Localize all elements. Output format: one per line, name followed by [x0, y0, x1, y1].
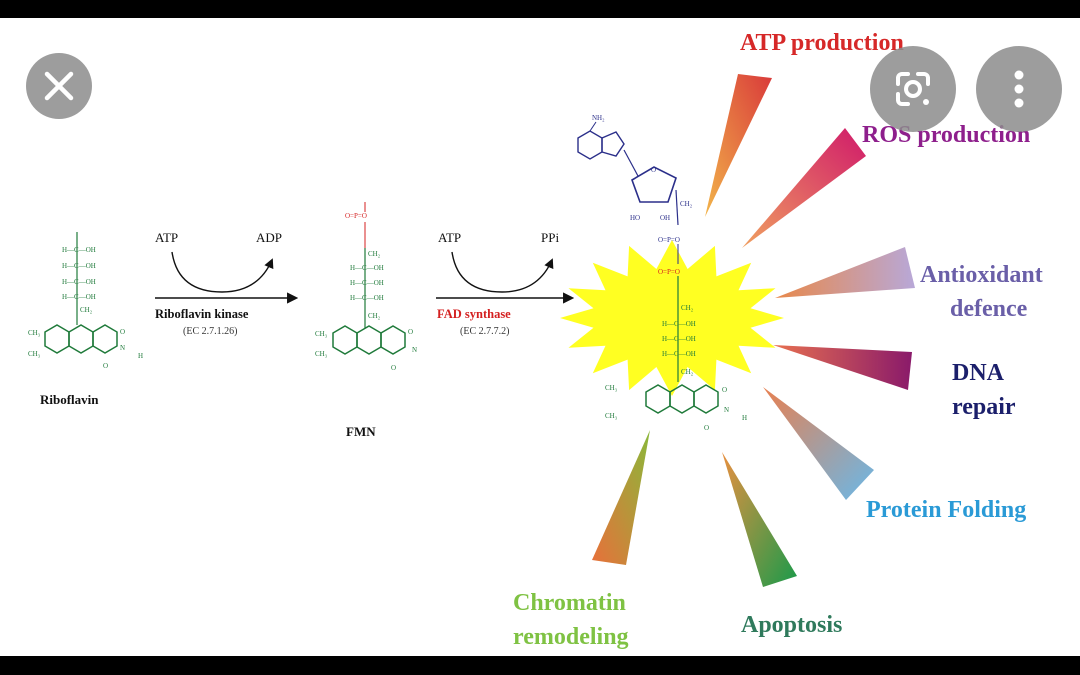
fad-choh-3: H—C—OH — [662, 350, 696, 358]
riboflavin-o-b: O — [103, 362, 108, 370]
ray-antioxidant-defence — [775, 247, 915, 298]
outcome-rays — [592, 74, 915, 587]
step1-adp-label: ADP — [256, 230, 282, 245]
riboflavin-structure: H—C—OH H—C—OH H—C—OH H—C—OH CH₂ CH₃ CH₃ … — [28, 232, 143, 370]
fmn-o-a: O — [408, 328, 413, 336]
flavin-pathway-diagram: H—C—OH H—C—OH H—C—OH H—C—OH CH₂ CH₃ CH₃ … — [28, 30, 1043, 650]
riboflavin-ch3-b: CH₃ — [28, 350, 41, 358]
fmn-choh-1: H—C—OH — [350, 264, 384, 272]
fad-phosphate-1: O=P=O — [658, 236, 680, 244]
fmn-ch3-a: CH₃ — [315, 330, 328, 338]
fmn-n: N — [412, 346, 417, 354]
more-options-button[interactable] — [976, 46, 1062, 132]
fad-o-b: O — [704, 424, 709, 432]
fad-n: N — [724, 406, 729, 414]
riboflavin-choh-3: H—C—OH — [62, 278, 96, 286]
lens-search-icon — [896, 72, 930, 106]
fad-h: H — [742, 414, 747, 422]
label-defence: defence — [950, 296, 1028, 322]
step1-ec: (EC 2.7.1.26) — [183, 326, 237, 337]
fad-ribose-o: O — [651, 166, 656, 174]
riboflavin-h: H — [138, 352, 143, 360]
fmn-label: FMN — [346, 424, 376, 439]
step2-enzyme: FAD synthase — [437, 307, 511, 321]
step2-curved-arrow — [451, 251, 554, 293]
riboflavin-o-a: O — [120, 328, 125, 336]
fad-choh-2: H—C—OH — [662, 335, 696, 343]
fad-ch2: CH₂ — [681, 368, 694, 376]
label-atp-production: ATP production — [740, 30, 904, 56]
fad-nh2: NH₂ — [592, 114, 605, 122]
fad-o-a: O — [722, 386, 727, 394]
label-protein-folding: Protein Folding — [866, 497, 1026, 523]
more-vertical-icon — [1014, 70, 1024, 108]
fmn-choh-3: H—C—OH — [350, 294, 384, 302]
fad-phosphate-2: O=P=O — [658, 268, 680, 276]
close-button[interactable] — [26, 53, 92, 119]
riboflavin-n: N — [120, 344, 125, 352]
ray-chromatin-remodeling — [592, 430, 650, 565]
riboflavin-choh-4: H—C—OH — [62, 293, 96, 301]
fad-oh: OH — [660, 214, 670, 222]
step1-atp-label: ATP — [155, 230, 178, 245]
step1-enzyme: Riboflavin kinase — [155, 307, 249, 321]
label-dna: DNA — [952, 360, 1005, 386]
fmn-phosphate: O=P=O — [345, 212, 367, 220]
fad-burst — [560, 240, 784, 396]
step1-reaction: ATP ADP Riboflavin kinase (EC 2.7.1.26) — [155, 230, 299, 337]
step2-ppi-label: PPi — [541, 230, 559, 245]
ray-atp-production — [705, 74, 772, 217]
riboflavin-ch3-a: CH₃ — [28, 329, 41, 337]
lens-search-button[interactable] — [870, 46, 956, 132]
fmn-choh-2: H—C—OH — [350, 279, 384, 287]
ray-dna-repair — [773, 345, 912, 390]
fmn-structure: O=P=O CH₂ H—C—OH H—C—OH H—C—OH CH₂ CH₃ C… — [315, 202, 417, 372]
fmn-ch2: CH₂ — [368, 312, 381, 320]
riboflavin-ch2: CH₂ — [80, 306, 93, 314]
close-icon — [44, 71, 74, 101]
label-repair: repair — [952, 394, 1016, 420]
fad-ch2-top: CH₂ — [681, 304, 694, 312]
riboflavin-choh-1: H—C—OH — [62, 246, 96, 254]
ray-ros-production — [742, 128, 866, 248]
label-antioxidant: Antioxidant — [920, 262, 1043, 288]
fad-ch2-ribose: CH₂ — [680, 200, 693, 208]
step2-ec: (EC 2.7.7.2) — [460, 326, 509, 337]
fad-ch3-a: CH₃ — [605, 384, 618, 392]
fad-structure: NH₂ O HO OH CH₂ O=P=O O=P=O CH₂ H—C—OH H… — [577, 114, 747, 432]
riboflavin-label: Riboflavin — [40, 392, 99, 407]
fad-ho: HO — [630, 214, 640, 222]
outcome-labels: ATP production ROS production Antioxidan… — [513, 30, 1043, 650]
label-remodeling: remodeling — [513, 624, 629, 650]
fmn-o-b: O — [391, 364, 396, 372]
riboflavin-choh-2: H—C—OH — [62, 262, 96, 270]
fmn-ch2-top: CH₂ — [368, 250, 381, 258]
step1-curved-arrow — [171, 251, 274, 293]
fmn-ch3-b: CH₃ — [315, 350, 328, 358]
step2-atp-label: ATP — [438, 230, 461, 245]
ray-apoptosis — [722, 452, 797, 587]
label-chromatin: Chromatin — [513, 590, 626, 616]
label-apoptosis: Apoptosis — [741, 612, 842, 638]
fad-ch3-b: CH₃ — [605, 412, 618, 420]
fad-choh-1: H—C—OH — [662, 320, 696, 328]
step2-reaction: ATP PPi FAD synthase (EC 2.7.7.2) — [436, 230, 575, 337]
ray-protein-folding — [763, 387, 874, 500]
